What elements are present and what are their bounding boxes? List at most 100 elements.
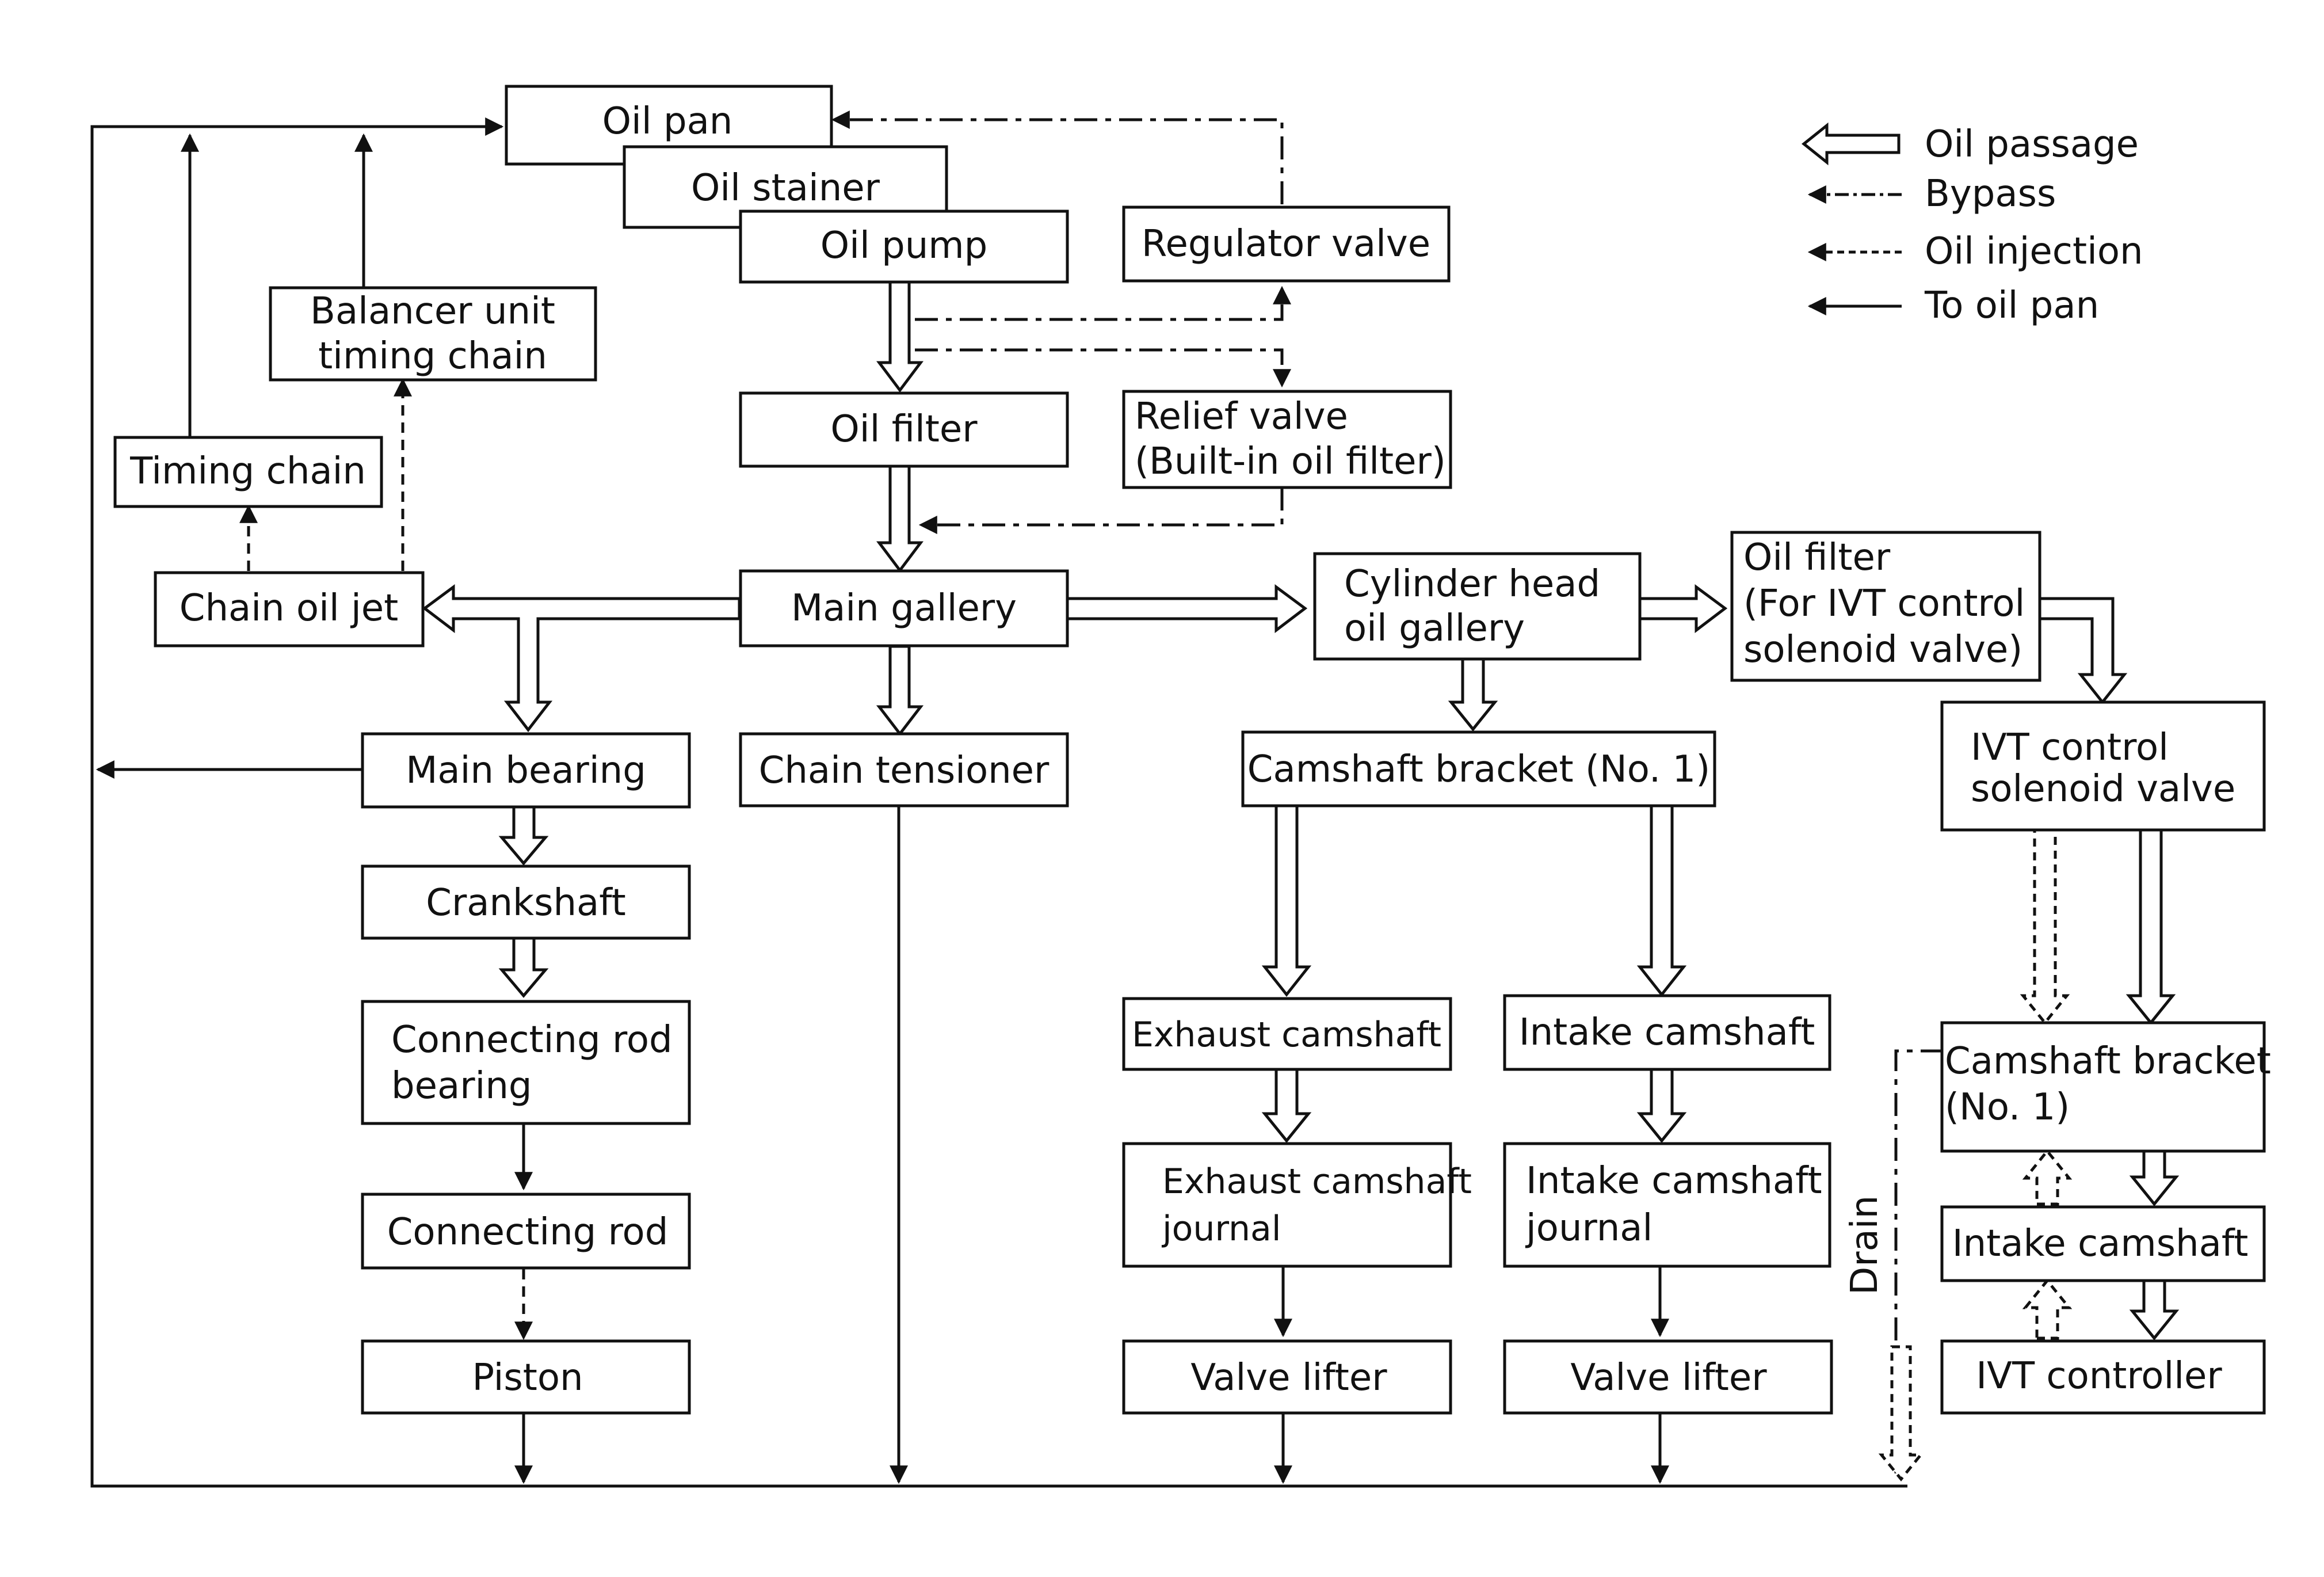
oil-passage-arrows bbox=[422, 280, 2180, 1481]
passage-crank-to-conrod-bearing bbox=[498, 935, 549, 998]
relief-valve-label-2: (Built-in oil filter) bbox=[1135, 440, 1446, 483]
ivt-filter-label-3: solenoid valve) bbox=[1743, 628, 2022, 671]
passage-bracket-to-exh-cam bbox=[1261, 803, 1312, 997]
cyl-head-label-2: oil gallery bbox=[1344, 607, 1525, 650]
oil-filter-label: Oil filter bbox=[830, 408, 978, 451]
passage-gallery-to-jet-and-bearing bbox=[422, 584, 741, 733]
box-ivt-controller: IVT controller bbox=[1940, 1339, 2266, 1415]
chain-oil-jet-label: Chain oil jet bbox=[180, 587, 398, 630]
intake-camshaft-right-label: Intake camshaft bbox=[1952, 1222, 2249, 1265]
exhaust-journal-label-1: Exhaust camshaft bbox=[1162, 1161, 1472, 1202]
box-intake-camshaft: Intake camshaft bbox=[1503, 994, 1831, 1071]
box-oil-filter: Oil filter bbox=[739, 391, 1069, 468]
oil-strainer-label: Oil stainer bbox=[691, 167, 880, 209]
box-main-bearing: Main bearing bbox=[361, 732, 691, 809]
oil-pump-label: Oil pump bbox=[821, 224, 987, 267]
box-connecting-rod-bearing: Connecting rod bearing bbox=[361, 1000, 691, 1125]
box-valve-lifter-intake: Valve lifter bbox=[1503, 1339, 1833, 1415]
chain-tensioner-label: Chain tensioner bbox=[759, 749, 1050, 792]
oil-pan-label: Oil pan bbox=[602, 100, 733, 143]
box-regulator-valve: Regulator valve bbox=[1122, 205, 1451, 283]
drain-line bbox=[1894, 1049, 1944, 1473]
main-bearing-label: Main bearing bbox=[406, 749, 646, 792]
passage-exh-cam-to-journal bbox=[1261, 1068, 1312, 1143]
relief-valve-label-1: Relief valve bbox=[1135, 395, 1348, 438]
valve-lifter-exhaust-label: Valve lifter bbox=[1190, 1357, 1387, 1399]
return-lines bbox=[90, 117, 1907, 1488]
passage-cyl-head-to-cam-bracket bbox=[1448, 657, 1498, 732]
box-ivt-control-solenoid-valve: IVT control solenoid valve bbox=[1940, 700, 2266, 832]
conrod-bearing-label-2: bearing bbox=[391, 1065, 532, 1107]
passage-intake-right-to-bracket bbox=[2022, 1149, 2073, 1206]
crankshaft-label: Crankshaft bbox=[426, 882, 625, 924]
passage-int-cam-to-journal bbox=[1636, 1068, 1687, 1143]
passage-bearing-to-crankshaft bbox=[498, 805, 549, 866]
exhaust-journal-label-2: journal bbox=[1161, 1209, 1281, 1249]
cyl-head-label-1: Cylinder head bbox=[1344, 563, 1600, 605]
passage-pump-to-filter bbox=[876, 280, 924, 393]
ivt-filter-label-2: (For IVT control bbox=[1743, 582, 2025, 625]
passage-bracket-to-intake-right bbox=[2129, 1149, 2180, 1206]
legend-oil-injection-label: Oil injection bbox=[1925, 230, 2143, 273]
box-balancer-unit-timing-chain: Balancer unit timing chain bbox=[269, 286, 597, 382]
camshaft-bracket-label: Camshaft bracket (No. 1) bbox=[1247, 748, 1710, 791]
legend-to-oil-pan-label: To oil pan bbox=[1924, 284, 2099, 327]
passage-bracket-to-int-cam bbox=[1636, 803, 1687, 997]
passage-intake-right-to-controller bbox=[2129, 1279, 2180, 1340]
balancer-unit-label-2: timing chain bbox=[318, 335, 547, 378]
bypass-lines bbox=[831, 111, 1944, 1473]
box-timing-chain: Timing chain bbox=[113, 436, 383, 508]
box-intake-camshaft-journal: Intake camshaft journal bbox=[1503, 1142, 1831, 1268]
box-valve-lifter-exhaust: Valve lifter bbox=[1122, 1339, 1452, 1415]
bypass-line-pump-to-regulator bbox=[915, 285, 1291, 321]
passage-gallery-to-cyl-head bbox=[1063, 584, 1308, 634]
box-relief-valve: Relief valve (Built-in oil filter) bbox=[1122, 390, 1452, 489]
box-intake-camshaft-right: Intake camshaft bbox=[1940, 1205, 2266, 1282]
box-piston: Piston bbox=[361, 1339, 691, 1415]
ivt-solenoid-label-2: solenoid valve bbox=[1971, 768, 2235, 810]
regulator-valve-label: Regulator valve bbox=[1142, 223, 1430, 265]
legend-oil-passage-label: Oil passage bbox=[1925, 123, 2139, 166]
passage-ivt-filter-to-solenoid bbox=[2032, 597, 2128, 705]
passage-drain bbox=[1878, 1345, 1924, 1481]
conrod-bearing-label-1: Connecting rod bbox=[391, 1019, 673, 1061]
return-line-outer bbox=[90, 117, 1907, 1488]
passage-controller-to-intake-right bbox=[2022, 1278, 2073, 1340]
box-cylinder-head-oil-gallery: Cylinder head oil gallery bbox=[1313, 552, 1642, 661]
box-oil-pump: Oil pump bbox=[739, 209, 1069, 284]
bypass-line-relief-return bbox=[918, 487, 1284, 534]
passage-solenoid-to-bracket-alt bbox=[2020, 828, 2070, 1025]
legend-bypass-label: Bypass bbox=[1925, 173, 2056, 215]
passage-gallery-to-tensioner bbox=[876, 645, 924, 737]
box-camshaft-bracket-no1: Camshaft bracket (No. 1) bbox=[1241, 730, 1716, 807]
passage-cyl-head-to-ivt-filter bbox=[1634, 584, 1728, 634]
legend: Oil passage Bypass Oil injection To oil … bbox=[1801, 122, 2143, 327]
box-camshaft-bracket-right: Camshaft bracket (No. 1) bbox=[1940, 1021, 2271, 1153]
bypass-line-pump-to-relief bbox=[915, 348, 1291, 388]
passage-solenoid-to-bracket bbox=[2125, 828, 2176, 1025]
injection-lines bbox=[239, 378, 533, 1340]
ivt-controller-label: IVT controller bbox=[1976, 1355, 2222, 1397]
box-exhaust-camshaft-journal: Exhaust camshaft journal bbox=[1122, 1142, 1472, 1268]
valve-lifter-intake-label: Valve lifter bbox=[1570, 1357, 1767, 1399]
drain-label: Drain bbox=[1844, 1195, 1886, 1295]
cam-bracket-right-label-1: Camshaft bracket bbox=[1945, 1040, 2271, 1083]
piston-label: Piston bbox=[472, 1357, 583, 1399]
intake-journal-label-1: Intake camshaft bbox=[1526, 1160, 1822, 1202]
passage-filter-to-gallery bbox=[876, 464, 924, 573]
box-exhaust-camshaft: Exhaust camshaft bbox=[1122, 997, 1452, 1071]
box-chain-oil-jet: Chain oil jet bbox=[154, 571, 425, 647]
ivt-filter-label-1: Oil filter bbox=[1743, 536, 1891, 579]
connecting-rod-label: Connecting rod bbox=[387, 1211, 669, 1254]
box-crankshaft: Crankshaft bbox=[361, 864, 691, 940]
legend-oil-passage-symbol bbox=[1801, 122, 1901, 166]
balancer-unit-label-1: Balancer unit bbox=[310, 290, 555, 333]
main-gallery-label: Main gallery bbox=[791, 587, 1017, 630]
timing-chain-label: Timing chain bbox=[129, 450, 366, 493]
box-connecting-rod: Connecting rod bbox=[361, 1193, 691, 1270]
box-ivt-oil-filter: Oil filter (For IVT control solenoid val… bbox=[1730, 531, 2041, 682]
box-main-gallery: Main gallery bbox=[739, 569, 1069, 647]
box-chain-tensioner: Chain tensioner bbox=[739, 732, 1069, 807]
intake-journal-label-2: journal bbox=[1525, 1207, 1653, 1250]
